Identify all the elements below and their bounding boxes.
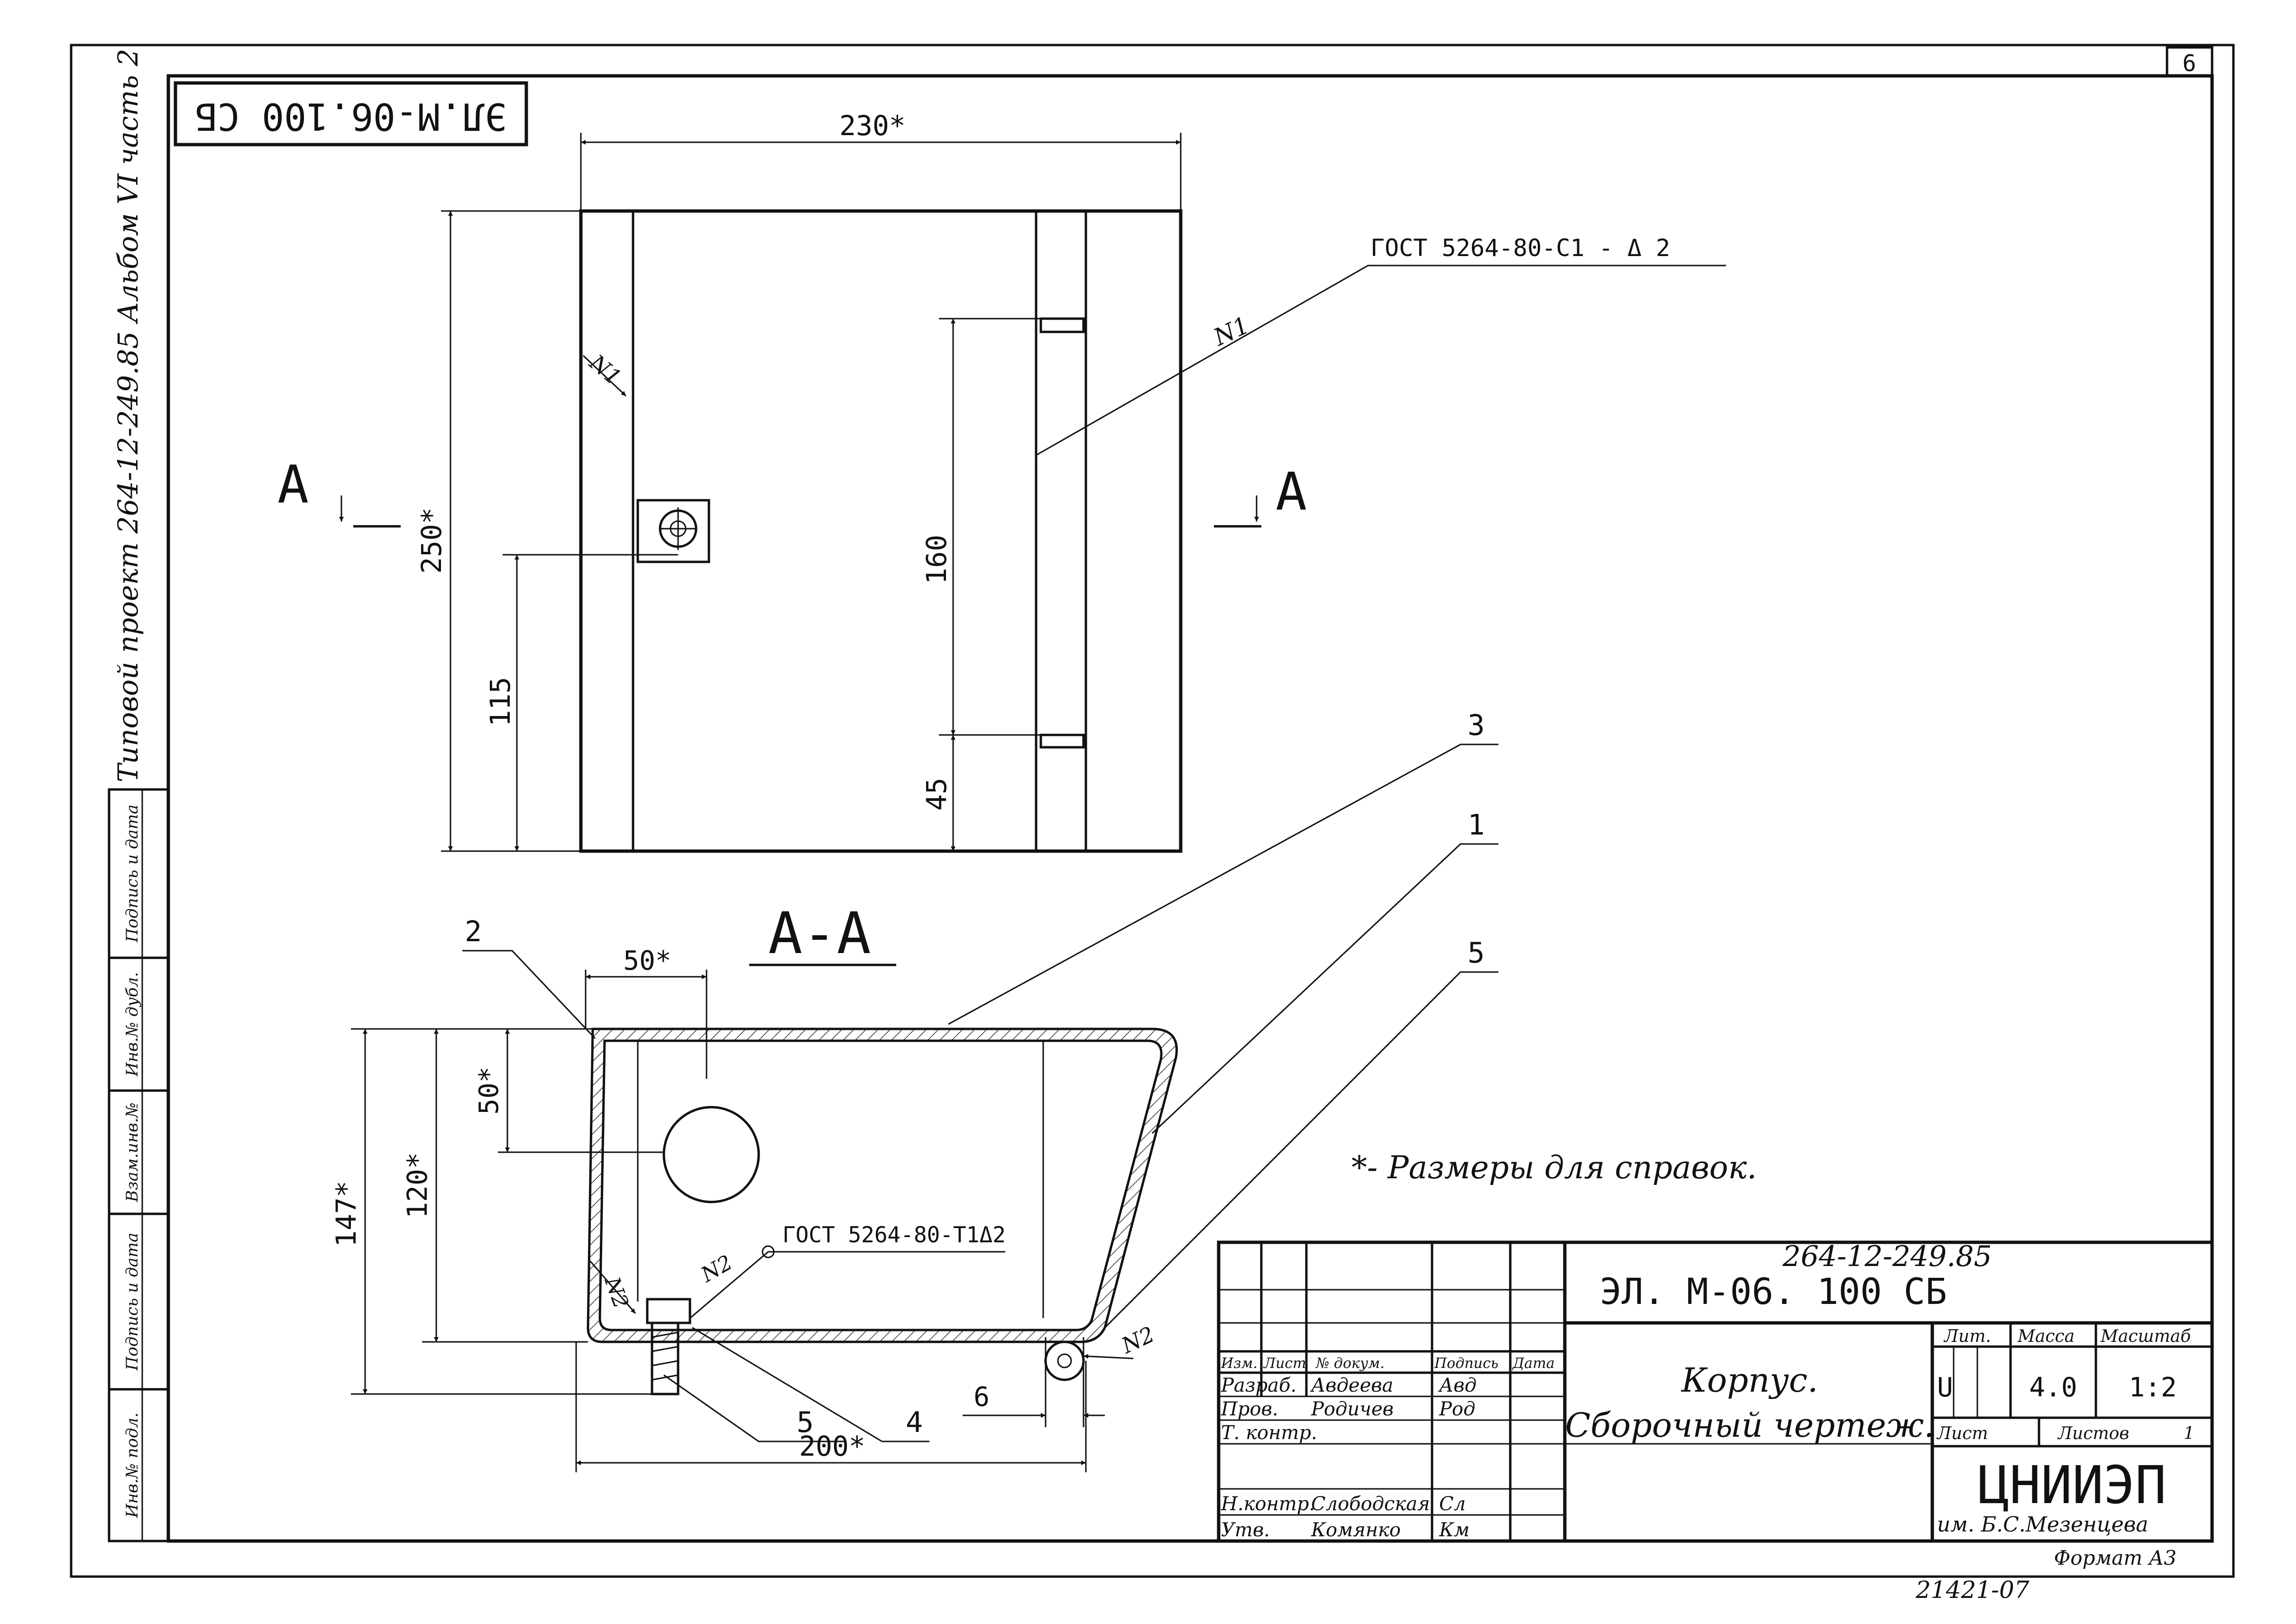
dim-45: 45 [920, 778, 953, 811]
callout-1: 1 [1468, 808, 1485, 842]
role-4: Утв. [1221, 1519, 1270, 1541]
org-sub: им. Б.С.Мезенцева [1937, 1513, 2148, 1537]
hdr-sign: Подпись [1434, 1355, 1498, 1372]
scale-value: 1:2 [2129, 1372, 2177, 1403]
mass-value: 4.0 [2029, 1372, 2077, 1403]
weld-n2-a: N2 [697, 1250, 736, 1287]
weld-n2-c: N2 [1117, 1321, 1158, 1359]
hdr-doc: № докум. [1315, 1355, 1385, 1372]
section-dimensions: 50* 50* 147* 120* 200* 6 [330, 945, 1105, 1472]
section-view [587, 1028, 1178, 1395]
org-name: ЦНИИЭП [1978, 1455, 2166, 1515]
name-3: Слободская [1311, 1493, 1430, 1515]
role-0: Разраб. [1221, 1375, 1296, 1396]
strip-field-5: Инв.№ подл. [123, 1413, 142, 1518]
callout-5-bottom: 5 [797, 1406, 814, 1439]
doc-number: 264-12-249.85 [1782, 1240, 1992, 1273]
doc-code: ЭЛ. М-06. 100 СБ [1600, 1270, 1947, 1312]
callout-5-right: 5 [1468, 936, 1485, 970]
title-block: Изм. Лист № докум. Подпись Дата Разраб. … [1217, 1240, 2214, 1543]
sheet-format: Формат А3 [2054, 1546, 2177, 1569]
lit-value: U [1937, 1372, 1953, 1403]
mass-label: Масса [2017, 1327, 2075, 1346]
bolt-shank [651, 1321, 680, 1395]
name-4: Комянко [1311, 1519, 1401, 1541]
left-strip [108, 788, 170, 1542]
section-weld-leader: ГОСТ 5264-80-Т1Δ2 N2 N2 N2 [589, 1222, 1158, 1359]
top-view-dimensions: 230* 250* 115 160 45 [415, 110, 1182, 852]
weld-leader-n1: ГОСТ 5264-80-С1 - Δ 2 N1 [1036, 234, 1726, 456]
hdr-list: Лист [1263, 1355, 1306, 1372]
top-view: N1 [579, 209, 1183, 853]
callout-4: 4 [906, 1406, 923, 1439]
strip-field-1: Подпись и дата [123, 805, 142, 943]
sign-0: Авд [1438, 1375, 1477, 1396]
weld-note-top: ГОСТ 5264-80-С1 - Δ 2 [1370, 234, 1670, 262]
dim-160: 160 [920, 535, 953, 585]
name-line2: Сборочный чертеж. [1565, 1406, 1935, 1445]
page-number-box [2166, 46, 2213, 77]
dim-250: 250* [415, 507, 448, 574]
sheets-label: Листов [2057, 1424, 2129, 1443]
clip-lower [1039, 734, 1085, 749]
sheets-value: 1 [2184, 1424, 2195, 1443]
dim-115: 115 [484, 677, 516, 727]
outer-frame [70, 44, 2235, 1578]
dim-147: 147* [330, 1181, 362, 1247]
svg-text:А: А [277, 454, 309, 515]
sign-3: Сл [1439, 1493, 1466, 1515]
bolt-head [646, 1298, 691, 1324]
role-3: Н.контр. [1221, 1493, 1315, 1515]
name-0: Авдеева [1310, 1375, 1393, 1396]
housing-wall [587, 1028, 1178, 1343]
dim-6: 6 [974, 1382, 990, 1413]
hdr-date: Дата [1512, 1355, 1555, 1372]
inventory-stamp: 21421-07 [1915, 1576, 2030, 1604]
rotated-code: ЭЛ.М-06.100 СБ [195, 95, 506, 138]
part-callouts: 3 1 5 2 5 4 [462, 709, 1498, 1442]
weld-mark-left: N1 [584, 349, 626, 390]
project-label: Типовой проект 264-12-249.85 Альбом VI ч… [112, 49, 144, 782]
ground-eye [1044, 1340, 1085, 1381]
section-title: А-А [768, 901, 871, 967]
sign-1: Род [1439, 1398, 1475, 1420]
dim-50-top: 50* [623, 945, 671, 976]
name-line1: Корпус. [1681, 1361, 1818, 1400]
scale-label: Масштаб [2100, 1327, 2191, 1346]
hdr-izm: Изм. [1221, 1355, 1258, 1372]
weld-note-section: ГОСТ 5264-80-Т1Δ2 [782, 1222, 1006, 1248]
weld-mark-right: N1 [1209, 311, 1254, 351]
page-number: 6 [2183, 50, 2196, 77]
dim-230: 230* [839, 110, 906, 142]
name-1: Родичев [1311, 1398, 1394, 1420]
code-box [174, 81, 528, 147]
clip-upper [1039, 317, 1085, 333]
dim-120: 120* [401, 1152, 433, 1219]
cable-hole [662, 1106, 760, 1203]
strip-field-2: Инв.№ дубл. [123, 972, 142, 1077]
mounting-bracket [636, 499, 710, 563]
callout-3: 3 [1468, 709, 1485, 742]
strip-field-4: Подпись и дата [123, 1233, 142, 1371]
strip-field-3: Взам.инв.№ [123, 1102, 142, 1202]
section-marker-right: А [1214, 461, 1307, 528]
callout-2: 2 [465, 915, 482, 948]
section-marker-left: А [277, 454, 401, 528]
dim-200: 200* [799, 1430, 865, 1462]
reference-note: *- Размеры для справок. [1351, 1149, 1757, 1186]
lit-label: Лит. [1943, 1327, 1991, 1346]
sign-4: Км [1439, 1519, 1469, 1541]
dim-50-side: 50* [474, 1066, 505, 1114]
sheet-label: Лист [1936, 1424, 1988, 1443]
role-2: Т. контр. [1221, 1422, 1317, 1444]
svg-text:А: А [1276, 461, 1307, 522]
role-1: Пров. [1221, 1398, 1278, 1420]
